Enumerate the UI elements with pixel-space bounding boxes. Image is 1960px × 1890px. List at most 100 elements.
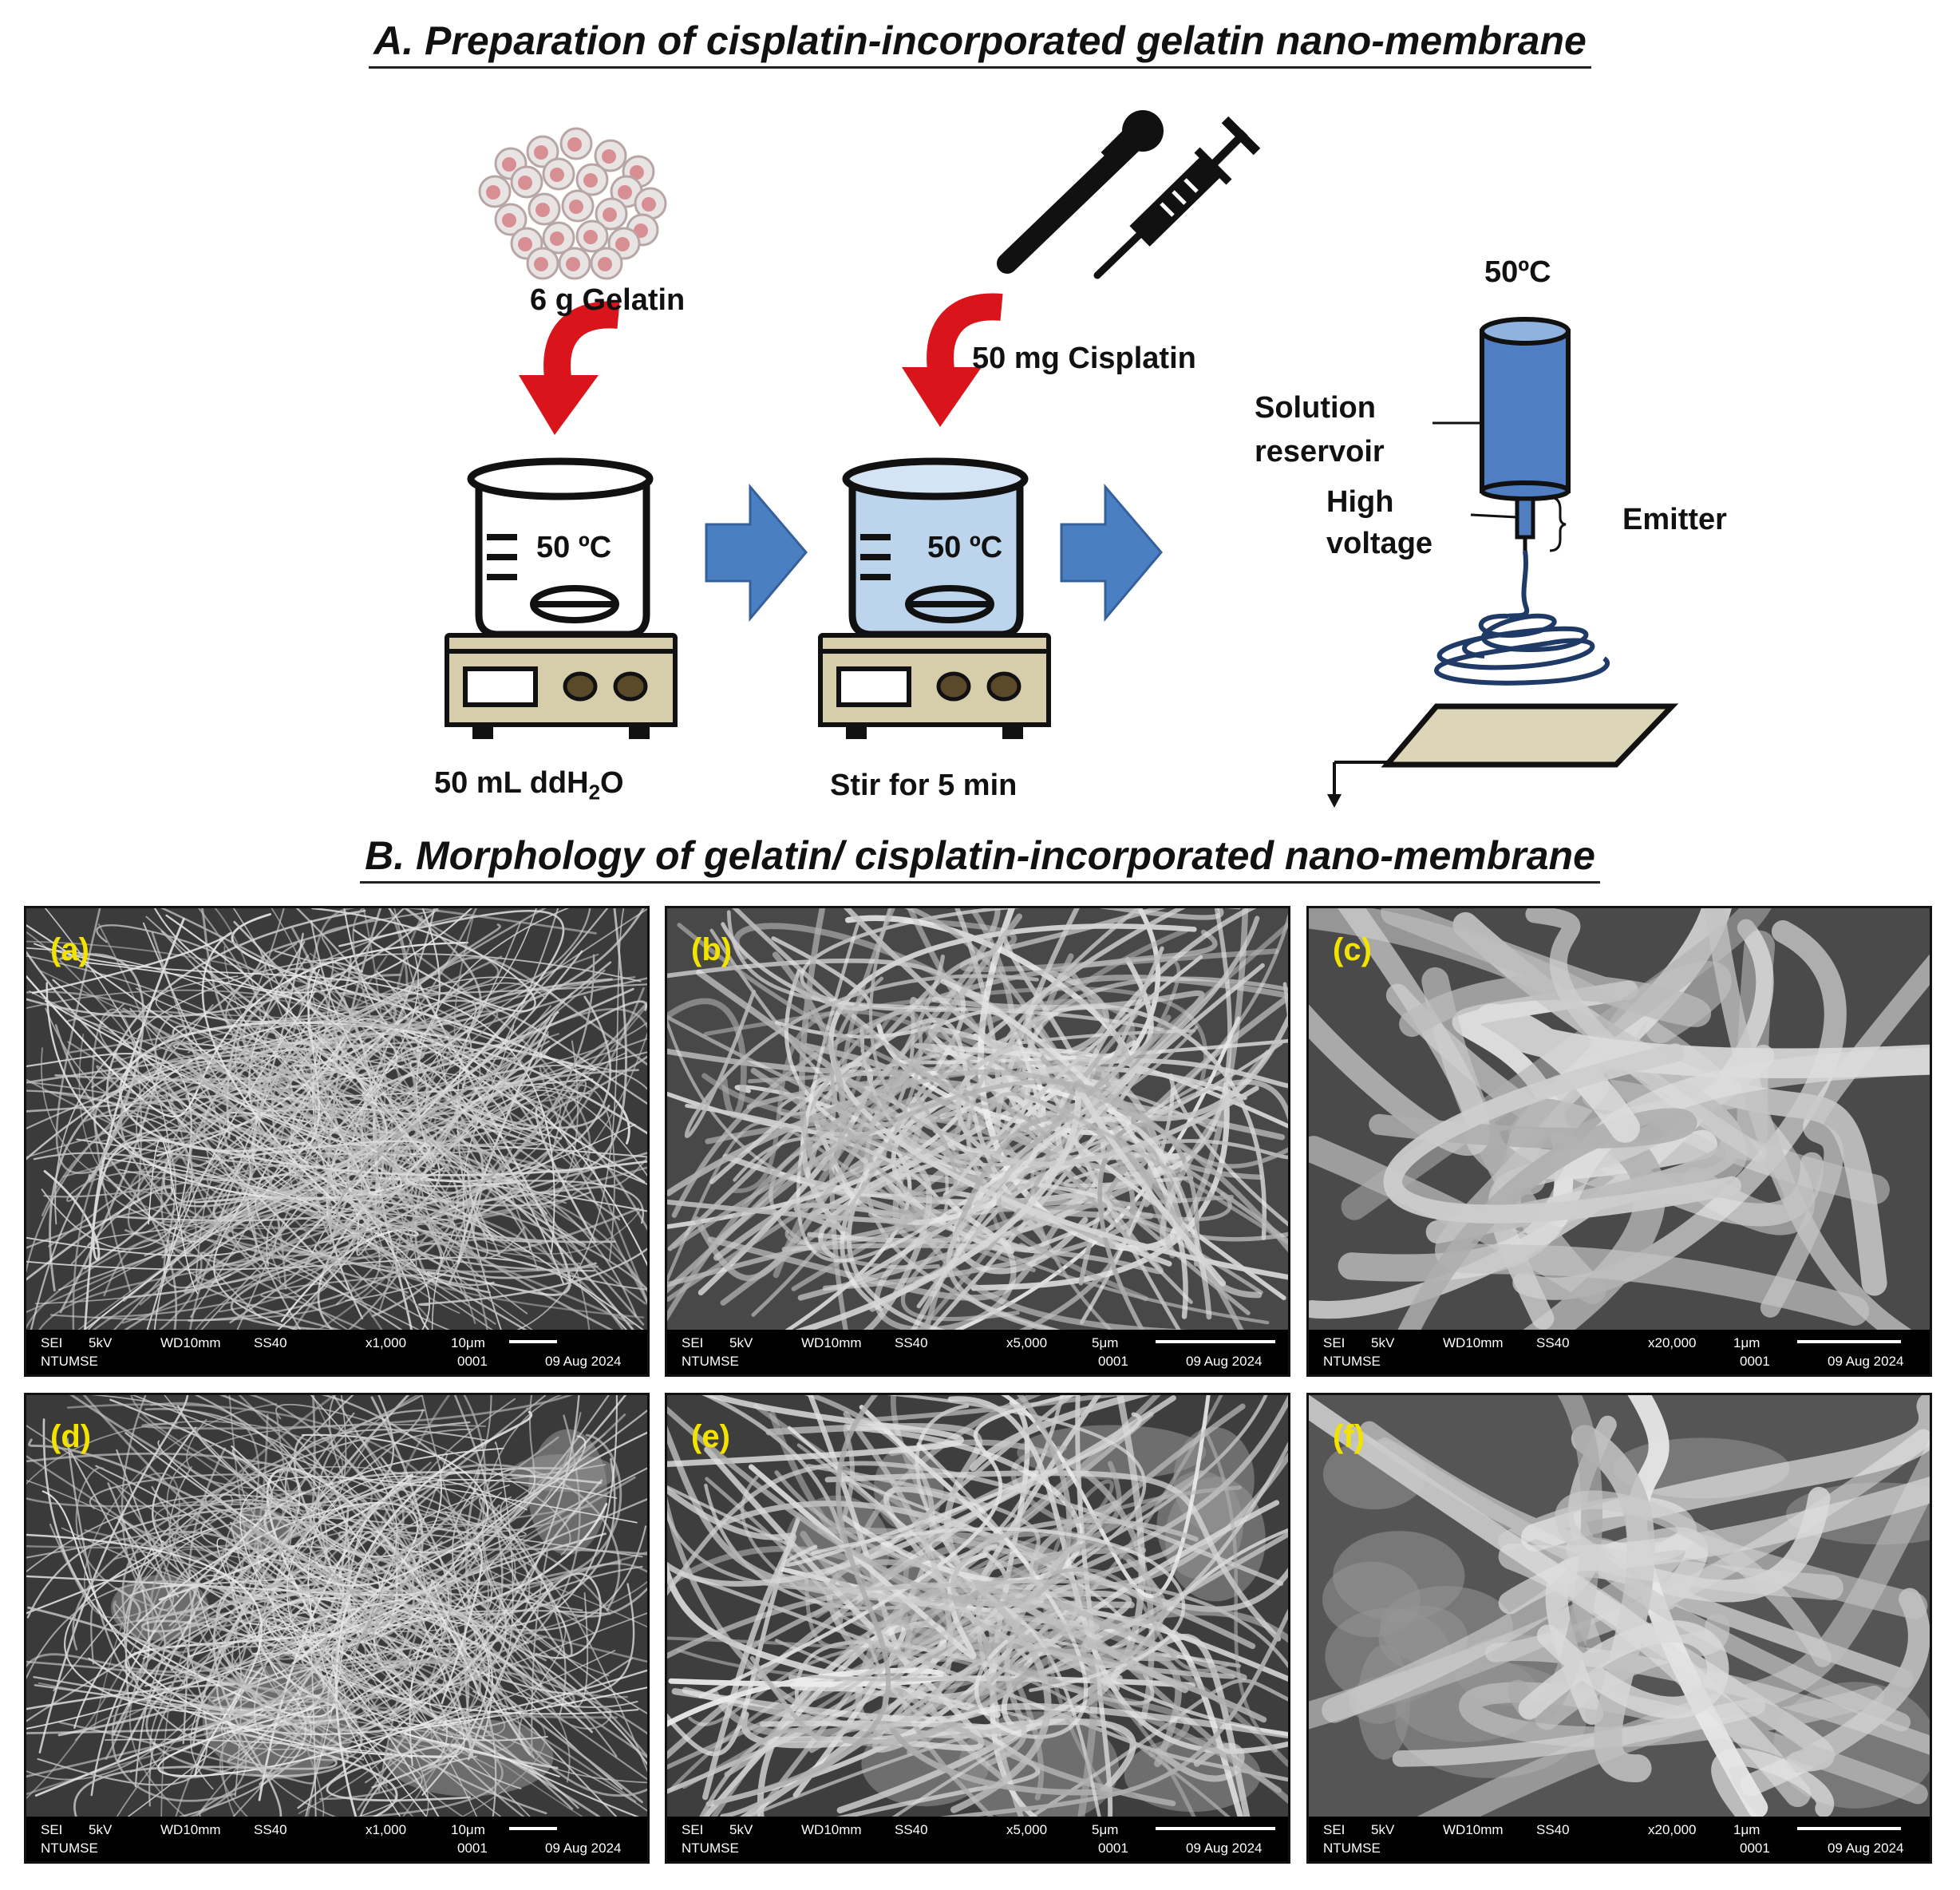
nanofiber — [667, 1544, 1010, 1794]
nanofiber — [1407, 1439, 1930, 1821]
nanofiber — [370, 1151, 567, 1274]
panel-tag: (f) — [1333, 1419, 1365, 1454]
nanofiber — [26, 1395, 394, 1619]
nanofiber — [275, 991, 621, 1221]
nanofiber — [113, 1493, 368, 1581]
gelatin-granule-core — [518, 176, 532, 190]
syringe-icon — [1093, 116, 1261, 279]
reservoir-label: reservoir — [1255, 435, 1385, 469]
nanofiber — [1474, 1003, 1930, 1143]
nanofiber — [869, 908, 1199, 1141]
nanofiber — [310, 919, 587, 1246]
nanofiber — [992, 1601, 1103, 1821]
section-b-title: B. Morphology of gelatin/ cisplatin-inco… — [0, 832, 1960, 884]
nanofiber — [732, 908, 1232, 1176]
nanofiber — [667, 908, 1167, 1251]
nanofiber — [684, 974, 1039, 1138]
gelatin-granule-core — [502, 213, 516, 227]
nanofiber — [59, 953, 145, 1181]
nanofiber — [772, 908, 847, 1171]
ground-wire-icon — [1327, 761, 1387, 808]
nanofiber — [44, 914, 388, 1147]
nanofiber — [83, 1139, 647, 1334]
nanofiber — [188, 1038, 580, 1243]
nanofiber — [667, 1509, 1288, 1669]
nanofiber — [160, 1511, 353, 1588]
nanofiber — [26, 1472, 180, 1799]
nanofiber — [144, 1408, 328, 1605]
gelatin-granule-core — [602, 149, 616, 164]
nanofiber — [1518, 1620, 1729, 1720]
nanofiber — [928, 957, 1154, 1110]
nanofiber — [680, 1572, 1288, 1782]
nanofiber — [1203, 1429, 1278, 1753]
nanofiber — [275, 1413, 381, 1652]
nanofiber — [667, 1395, 1176, 1587]
sem-mode: SEI — [41, 1822, 63, 1837]
panel-tag: (c) — [1333, 932, 1372, 967]
sem-image-number: 0001 — [1740, 1841, 1770, 1856]
nanofiber — [229, 1140, 518, 1188]
nanofiber — [49, 1523, 94, 1665]
emitter-brace — [1549, 496, 1567, 552]
sem-organization: NTUMSE — [41, 1841, 98, 1856]
sem-scale-value: 1μm — [1733, 1822, 1760, 1837]
nanofiber — [1711, 1748, 1835, 1821]
sem-date: 09 Aug 2024 — [1186, 1841, 1263, 1856]
nanofiber — [705, 1477, 867, 1626]
gelatin-granule-core — [566, 257, 580, 271]
nanofiber — [91, 1008, 143, 1293]
nanofiber — [108, 1491, 595, 1727]
nanofiber — [122, 1049, 541, 1299]
sem-working-distance: WD10mm — [160, 1335, 221, 1350]
nanofiber — [26, 1540, 443, 1674]
nanofiber — [212, 961, 612, 1221]
sem-micrograph — [667, 1395, 1288, 1821]
nanofiber — [667, 1069, 1288, 1322]
nanofiber — [773, 998, 1136, 1279]
nanofiber — [914, 1042, 1042, 1120]
nanofiber — [258, 955, 503, 1290]
nanofiber — [26, 908, 477, 1075]
nanofiber — [239, 1650, 388, 1787]
gelatin-granule-core — [535, 203, 550, 217]
nanofiber — [26, 1599, 406, 1730]
gelatin-granule-core — [502, 157, 516, 172]
sem-organization: NTUMSE — [1323, 1841, 1381, 1856]
gelatin-granule-core — [518, 237, 532, 251]
cell-aggregate — [1333, 1531, 1465, 1622]
nanofiber — [721, 922, 871, 1011]
sem-scale-value: 1μm — [1733, 1335, 1760, 1350]
sem-spot-size: SS40 — [1536, 1335, 1570, 1350]
voltage-leader-line — [1470, 513, 1518, 519]
nanofiber — [733, 923, 1176, 1259]
nanofiber — [667, 1411, 954, 1730]
nanofiber — [667, 1199, 913, 1232]
panel-tag: (a) — [50, 932, 89, 967]
sem-voltage: 5kV — [89, 1335, 113, 1350]
sem-date: 09 Aug 2024 — [1828, 1841, 1904, 1856]
sem-micrograph — [26, 1395, 647, 1821]
sem-magnification: x1,000 — [366, 1822, 407, 1837]
panel-tag: (e) — [691, 1419, 730, 1454]
nanofiber — [400, 1042, 596, 1201]
nanofiber — [671, 1079, 1288, 1249]
sem-image-number: 0001 — [457, 1841, 488, 1856]
gelatin-granule-core — [550, 168, 564, 182]
nanofiber — [908, 1116, 1212, 1334]
nanofiber — [404, 1686, 647, 1777]
nanofiber — [326, 1743, 472, 1802]
nanofiber — [65, 1012, 450, 1172]
sem-voltage: 5kV — [1371, 1822, 1395, 1837]
nanofiber — [33, 1152, 543, 1244]
sem-voltage: 5kV — [729, 1822, 753, 1837]
sem-scale-value: 5μm — [1092, 1822, 1119, 1837]
nanofiber — [779, 1086, 1227, 1334]
scale-bar — [1156, 1340, 1275, 1343]
